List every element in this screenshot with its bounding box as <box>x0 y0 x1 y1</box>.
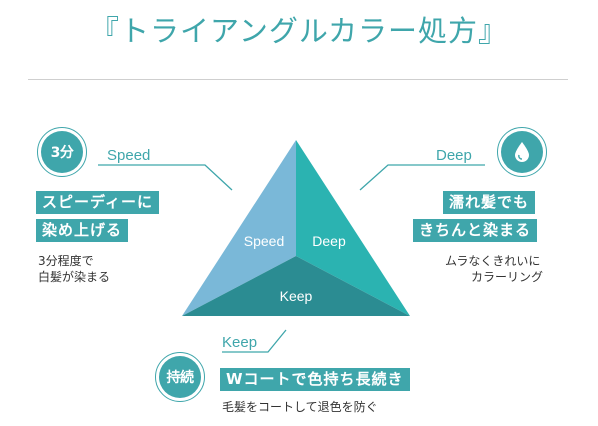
speed-connector <box>98 164 233 191</box>
water-drop-icon <box>501 131 543 173</box>
triangle-keep-label: Keep <box>280 288 313 304</box>
speed-headline-2: 染め上げる <box>36 219 129 242</box>
keep-desc: 毛髪をコートして退色を防ぐ <box>222 400 378 414</box>
speed-icon-ring <box>37 127 87 177</box>
deep-headline-1: 濡れ髪でも <box>443 191 536 214</box>
title-divider <box>28 79 568 80</box>
clock-icon: 3分 <box>41 131 83 173</box>
deep-headline-2: きちんと染まる <box>413 219 538 242</box>
deep-icon-ring <box>497 127 547 177</box>
keep-headline: Wコートで色持ち長続き <box>220 368 410 391</box>
triangle-speed-section <box>182 140 296 316</box>
triangle-deep-label: Deep <box>312 233 346 249</box>
speed-desc-2: 白髪が染まる <box>38 270 111 284</box>
deep-desc-1: ムラなくきれいに <box>445 254 541 268</box>
deep-connector <box>359 164 485 191</box>
deep-desc-2: カラーリング <box>471 270 544 284</box>
triangle-keep-section <box>182 256 410 316</box>
durability-icon: 持続 <box>159 356 201 398</box>
keep-icon-text: 持続 <box>166 370 195 386</box>
keep-icon-ring <box>155 352 205 402</box>
deep-label: Deep <box>436 147 472 164</box>
page-title: 『トライアングルカラー処方』 <box>90 14 508 48</box>
speed-label: Speed <box>107 147 151 164</box>
keep-label: Keep <box>222 334 258 351</box>
triangle-speed-label: Speed <box>244 233 284 249</box>
triangle-deep-section <box>296 140 410 316</box>
speed-icon-text: 3分 <box>50 145 74 161</box>
speed-headline-1: スピーディーに <box>36 191 159 214</box>
keep-connector <box>222 329 287 353</box>
speed-desc-1: 3分程度で <box>38 254 94 268</box>
